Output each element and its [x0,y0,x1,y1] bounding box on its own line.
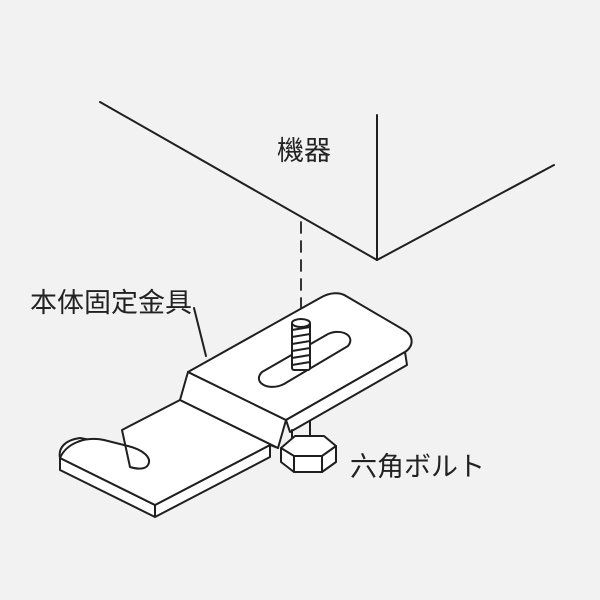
bolt-shaft [291,318,311,371]
bracket-leader-line [193,307,207,357]
equipment-outline [99,101,555,261]
hex-bolt-label: 六角ボルト [350,452,485,483]
bolt-shank [291,420,311,439]
equipment-label: 機器 [277,136,331,167]
equipment-bottom-edge-left [99,101,378,261]
bracket-label: 本体固定金具 [30,288,192,319]
hex-nut [280,435,337,473]
equipment-bottom-edge-right [376,164,555,261]
bracket-upper-plate-edge [285,351,408,433]
bracket-lower-flange-top [59,399,279,506]
